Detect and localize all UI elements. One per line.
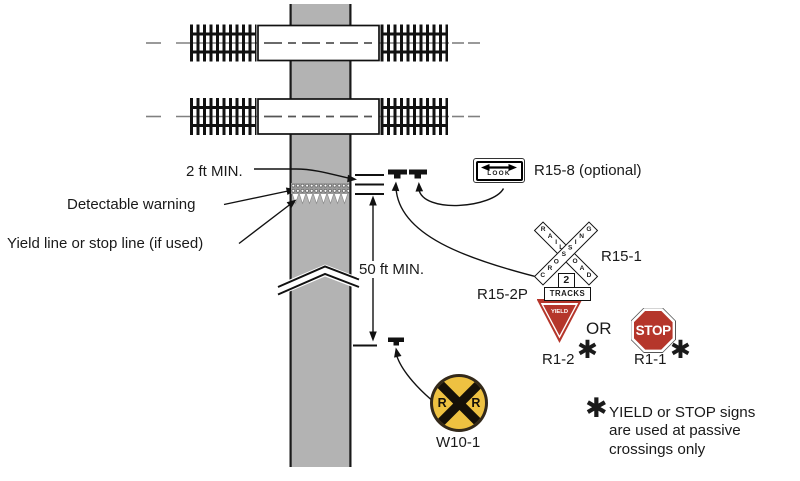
w10-1-letter-right: R xyxy=(471,396,481,411)
detectable-warning-leader xyxy=(223,190,289,206)
footnote-line: are used at passive xyxy=(609,422,741,440)
detectable-warning-label: Detectable warning xyxy=(67,196,196,213)
yield-sign-text: YIELD xyxy=(550,309,569,315)
w10-1-label: W10-1 xyxy=(436,433,481,451)
note-asterisk: ✱ xyxy=(585,393,608,424)
or-text: OR xyxy=(586,319,612,338)
pathway xyxy=(289,4,352,467)
look-sign-face: LOOK xyxy=(475,160,523,181)
w10-1-letter-left: R xyxy=(437,396,447,411)
yield-sign: YIELD xyxy=(536,299,583,343)
footnote-line: YIELD or STOP signs xyxy=(609,404,756,421)
sign-post-symbols xyxy=(388,169,427,346)
fifty-ft-min-label: 50 ft MIN. xyxy=(357,261,427,278)
r1-2-label: R1-2 xyxy=(542,351,575,368)
footnote-line: crossings only xyxy=(609,440,706,458)
r15-2p-label: R15-2P xyxy=(477,286,528,303)
leader-arrows xyxy=(223,168,544,401)
detectable-warning-band xyxy=(291,183,349,194)
yield-or-stop-line-label: Yield line or stop line (if used) xyxy=(7,234,204,252)
r15-1-label: R15-1 xyxy=(601,247,642,265)
tracks-number-plaque: 2 xyxy=(557,273,575,288)
two-ft-min-label: 2 ft MIN. xyxy=(186,162,243,180)
crossbuck-location-leader xyxy=(395,187,544,280)
w10-1-sign-face: R R xyxy=(432,376,486,430)
w10-1-sign: R R xyxy=(430,374,488,432)
two-ft-leader xyxy=(254,168,351,180)
r15-8-label: R15-8 (optional) xyxy=(534,162,642,179)
marking-ticks xyxy=(355,174,384,195)
r1-1-label: R1-1 xyxy=(634,351,667,368)
railroad-track-1 xyxy=(146,24,480,62)
railroad-track-2 xyxy=(146,98,480,135)
look-sign-text: LOOK xyxy=(487,170,511,177)
look-sign: LOOK xyxy=(473,158,525,183)
tracks-plaque: TRACKS xyxy=(544,287,591,301)
look-location-leader xyxy=(418,188,505,207)
yield-line-triangles xyxy=(291,192,349,205)
yield-line-leader xyxy=(238,203,291,245)
r1-1-asterisk: ✱ xyxy=(670,335,691,364)
w10-location-leader xyxy=(395,352,432,401)
stop-sign: STOP xyxy=(630,307,676,353)
stop-sign-face: STOP xyxy=(633,310,673,350)
stop-sign-text: STOP xyxy=(635,322,672,338)
r1-2-asterisk: ✱ xyxy=(577,335,598,364)
double-arrow-icon xyxy=(481,163,517,171)
pathway-break xyxy=(277,264,360,297)
footnote: YIELD or STOP signs are used at passive … xyxy=(609,404,755,459)
